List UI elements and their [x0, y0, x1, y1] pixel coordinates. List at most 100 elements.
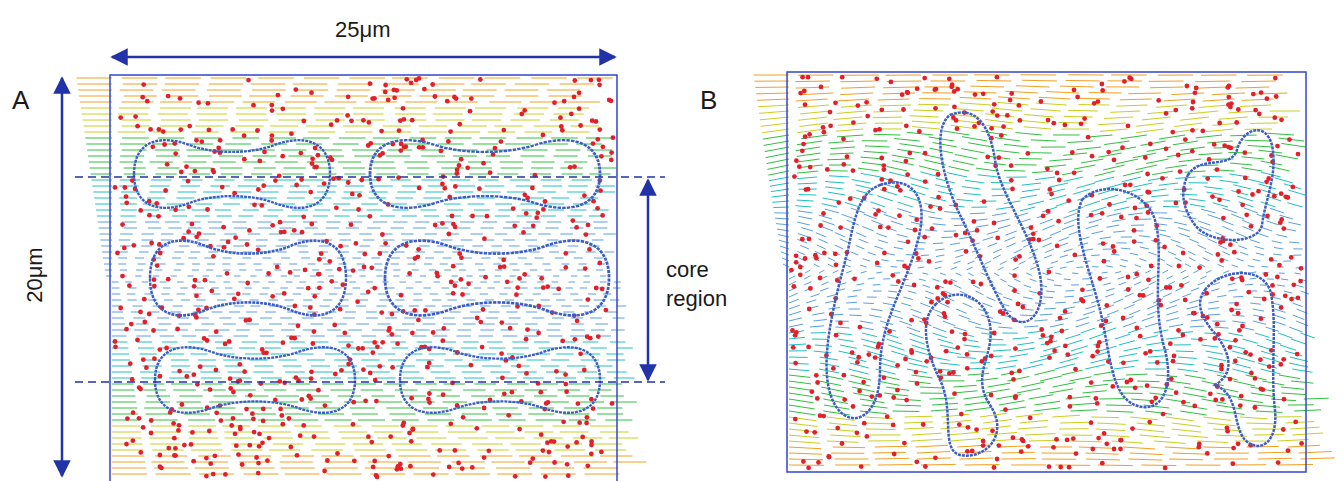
velocity-vector	[195, 216, 210, 217]
velocity-vector	[197, 288, 204, 289]
velocity-vector	[1272, 241, 1282, 243]
velocity-vector	[524, 264, 532, 265]
velocity-vector	[1242, 220, 1254, 225]
velocity-vector	[188, 342, 203, 343]
velocity-vector	[150, 186, 170, 187]
velocity-vector	[191, 444, 222, 445]
velocity-vector	[556, 300, 565, 301]
velocity-vector	[281, 330, 295, 331]
velocity-vector	[531, 462, 564, 463]
velocity-vector	[238, 240, 250, 241]
velocity-vector	[898, 202, 913, 207]
velocity-vector	[433, 336, 448, 337]
velocity-vector	[457, 228, 470, 229]
velocity-vector	[248, 234, 261, 235]
velocity-vector	[383, 240, 395, 241]
velocity-vector	[328, 276, 334, 277]
velocity-vector	[308, 402, 332, 403]
velocity-vector	[1073, 189, 1091, 194]
velocity-vector	[546, 330, 560, 331]
velocity-vector	[1196, 165, 1218, 167]
velocity-vector	[983, 237, 994, 240]
velocity-vector	[474, 384, 496, 385]
velocity-vector	[359, 234, 372, 235]
velocity-vector	[395, 390, 418, 391]
velocity-vector	[188, 258, 197, 259]
velocity-vector	[1092, 266, 1099, 267]
velocity-vector	[376, 276, 382, 277]
velocity-vector	[1195, 81, 1230, 83]
velocity-vector	[297, 246, 308, 247]
velocity-vector	[495, 204, 512, 205]
velocity-vector	[864, 151, 888, 153]
velocity-vector	[314, 114, 344, 115]
velocity-vector	[921, 210, 935, 213]
velocity-vector	[495, 270, 502, 271]
velocity-vector	[556, 354, 573, 355]
velocity-vector	[479, 336, 494, 337]
velocity-vector	[1038, 97, 1070, 99]
velocity-vector	[510, 180, 530, 181]
velocity-vector	[201, 384, 223, 385]
velocity-vector	[1005, 231, 1016, 235]
velocity-vector	[112, 282, 119, 283]
velocity-vector	[365, 102, 397, 103]
velocity-vector	[162, 342, 177, 343]
velocity-vector	[311, 450, 342, 451]
velocity-vector	[317, 282, 324, 283]
velocity-vector	[261, 144, 287, 145]
velocity-vector	[436, 396, 459, 397]
velocity-vector	[797, 251, 805, 255]
velocity-vector	[321, 318, 333, 319]
velocity-vector	[352, 150, 377, 151]
velocity-vector	[520, 282, 527, 283]
velocity-vector	[1236, 233, 1246, 237]
velocity-vector	[400, 372, 420, 373]
velocity-vector	[485, 78, 521, 79]
velocity-vector	[197, 240, 209, 241]
velocity-vector	[348, 222, 362, 223]
velocity-vector	[1218, 245, 1227, 249]
velocity-vector	[536, 420, 563, 421]
velocity-vector	[1244, 208, 1258, 213]
velocity-vector	[302, 318, 314, 319]
velocity-vector	[445, 360, 463, 361]
velocity-vector	[242, 342, 257, 343]
velocity-vector	[1103, 249, 1112, 250]
velocity-vector	[165, 222, 179, 223]
velocity-vector	[118, 114, 148, 115]
velocity-vector	[422, 318, 434, 319]
velocity-vector	[376, 174, 397, 175]
velocity-vector	[307, 312, 318, 313]
velocity-vector	[112, 336, 127, 337]
velocity-vector	[861, 173, 881, 177]
velocity-vector	[195, 330, 209, 331]
velocity-vector	[886, 75, 922, 76]
velocity-vector	[348, 378, 369, 379]
velocity-vector	[1200, 276, 1206, 279]
velocity-vector	[395, 108, 426, 109]
velocity-vector	[523, 150, 548, 151]
velocity-vector	[1203, 99, 1235, 101]
velocity-vector	[798, 183, 817, 185]
velocity-vector	[612, 402, 636, 403]
velocity-vector	[382, 282, 389, 283]
velocity-vector	[766, 153, 789, 158]
velocity-vector	[270, 126, 298, 127]
velocity-vector	[1163, 270, 1168, 273]
velocity-vector	[255, 270, 262, 271]
velocity-vector	[481, 258, 490, 259]
velocity-vector	[393, 270, 400, 271]
velocity-vector	[760, 117, 789, 120]
velocity-vector	[913, 110, 943, 112]
velocity-vector	[1223, 271, 1229, 273]
velocity-vector	[460, 222, 474, 223]
velocity-vector	[160, 126, 188, 127]
velocity-vector	[553, 426, 581, 427]
velocity-vector	[278, 240, 290, 241]
velocity-vector	[444, 270, 451, 271]
velocity-vector	[1026, 231, 1037, 236]
velocity-vector	[603, 234, 616, 235]
velocity-vector	[1258, 234, 1269, 237]
velocity-vector	[407, 168, 429, 169]
